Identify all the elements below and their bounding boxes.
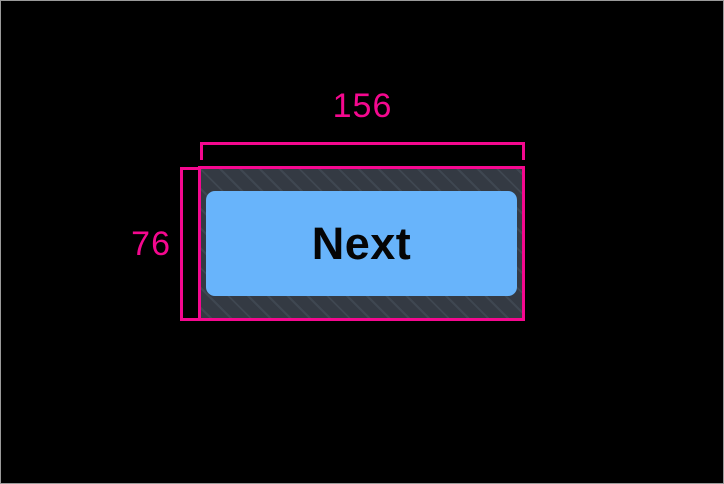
next-button[interactable]: Next — [206, 191, 517, 296]
height-dimension-value: 76 — [131, 225, 171, 263]
width-dimension-value: 156 — [332, 87, 393, 125]
height-dimension-bracket — [180, 167, 198, 321]
next-button-label: Next — [311, 218, 412, 269]
element-highlight-overlay: Next — [198, 166, 525, 321]
width-dimension-bracket — [200, 142, 525, 160]
